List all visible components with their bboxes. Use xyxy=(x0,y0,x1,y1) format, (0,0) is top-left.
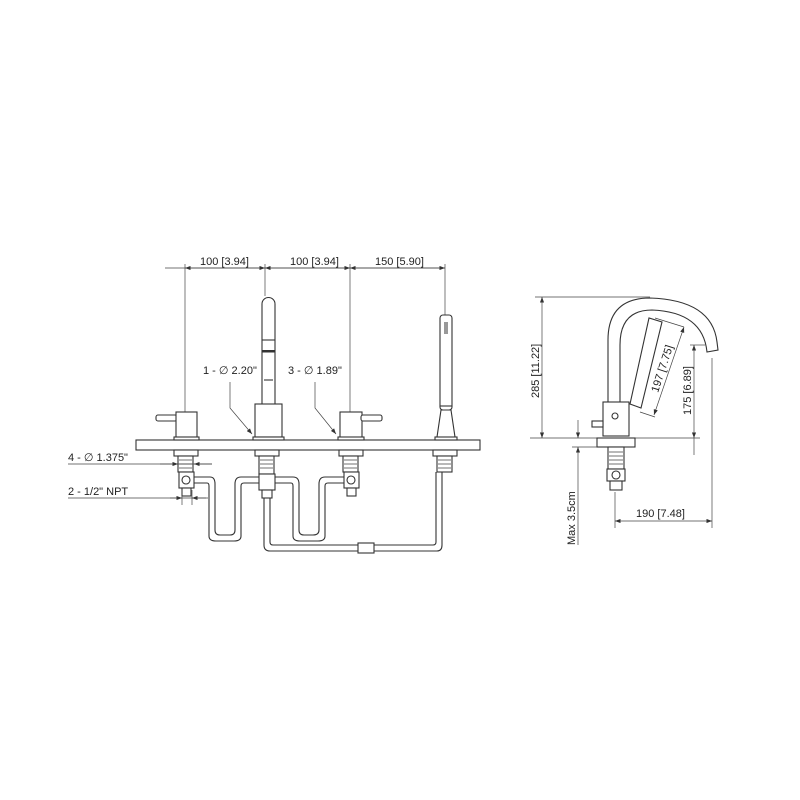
spout-height-label: 175 [6.89] xyxy=(682,366,694,415)
reach-label: 190 [7.48] xyxy=(636,508,685,520)
deck-plate xyxy=(135,439,481,451)
dim-right-handle-to-shower: 150 [5.90] xyxy=(375,256,424,268)
max-deck-thickness-label: Max 3.5cm xyxy=(566,491,578,545)
callouts: 1 - ∅ 2.20" 3 - ∅ 1.89" 4 - ∅ 1.375" 2 -… xyxy=(68,365,342,505)
dim-left-handle-to-spout: 100 [3.94] xyxy=(200,256,249,268)
top-dimensions: 100 [3.94] 100 [3.94] 150 [5.90] xyxy=(165,256,446,412)
under-deck-plumbing xyxy=(173,449,458,554)
npt-label: 2 - 1/2" NPT xyxy=(68,486,128,498)
left-handle xyxy=(155,411,200,441)
side-view: 285 [11.22] 197 [7.75] 175 [6.89] 190 [7… xyxy=(530,296,719,545)
handle-holes-label: 3 - ∅ 1.89" xyxy=(288,365,342,377)
side-spout xyxy=(591,297,719,491)
hand-shower xyxy=(434,314,458,441)
shank-diameter-label: 4 - ∅ 1.375" xyxy=(68,452,128,464)
right-handle xyxy=(337,411,383,441)
spout-hole-label: 1 - ∅ 2.20" xyxy=(203,365,257,377)
front-view: 100 [3.94] 100 [3.94] 150 [5.90] xyxy=(68,256,481,554)
spout xyxy=(252,296,285,441)
total-height-label: 285 [11.22] xyxy=(530,344,542,398)
dim-spout-to-right-handle: 100 [3.94] xyxy=(290,256,339,268)
